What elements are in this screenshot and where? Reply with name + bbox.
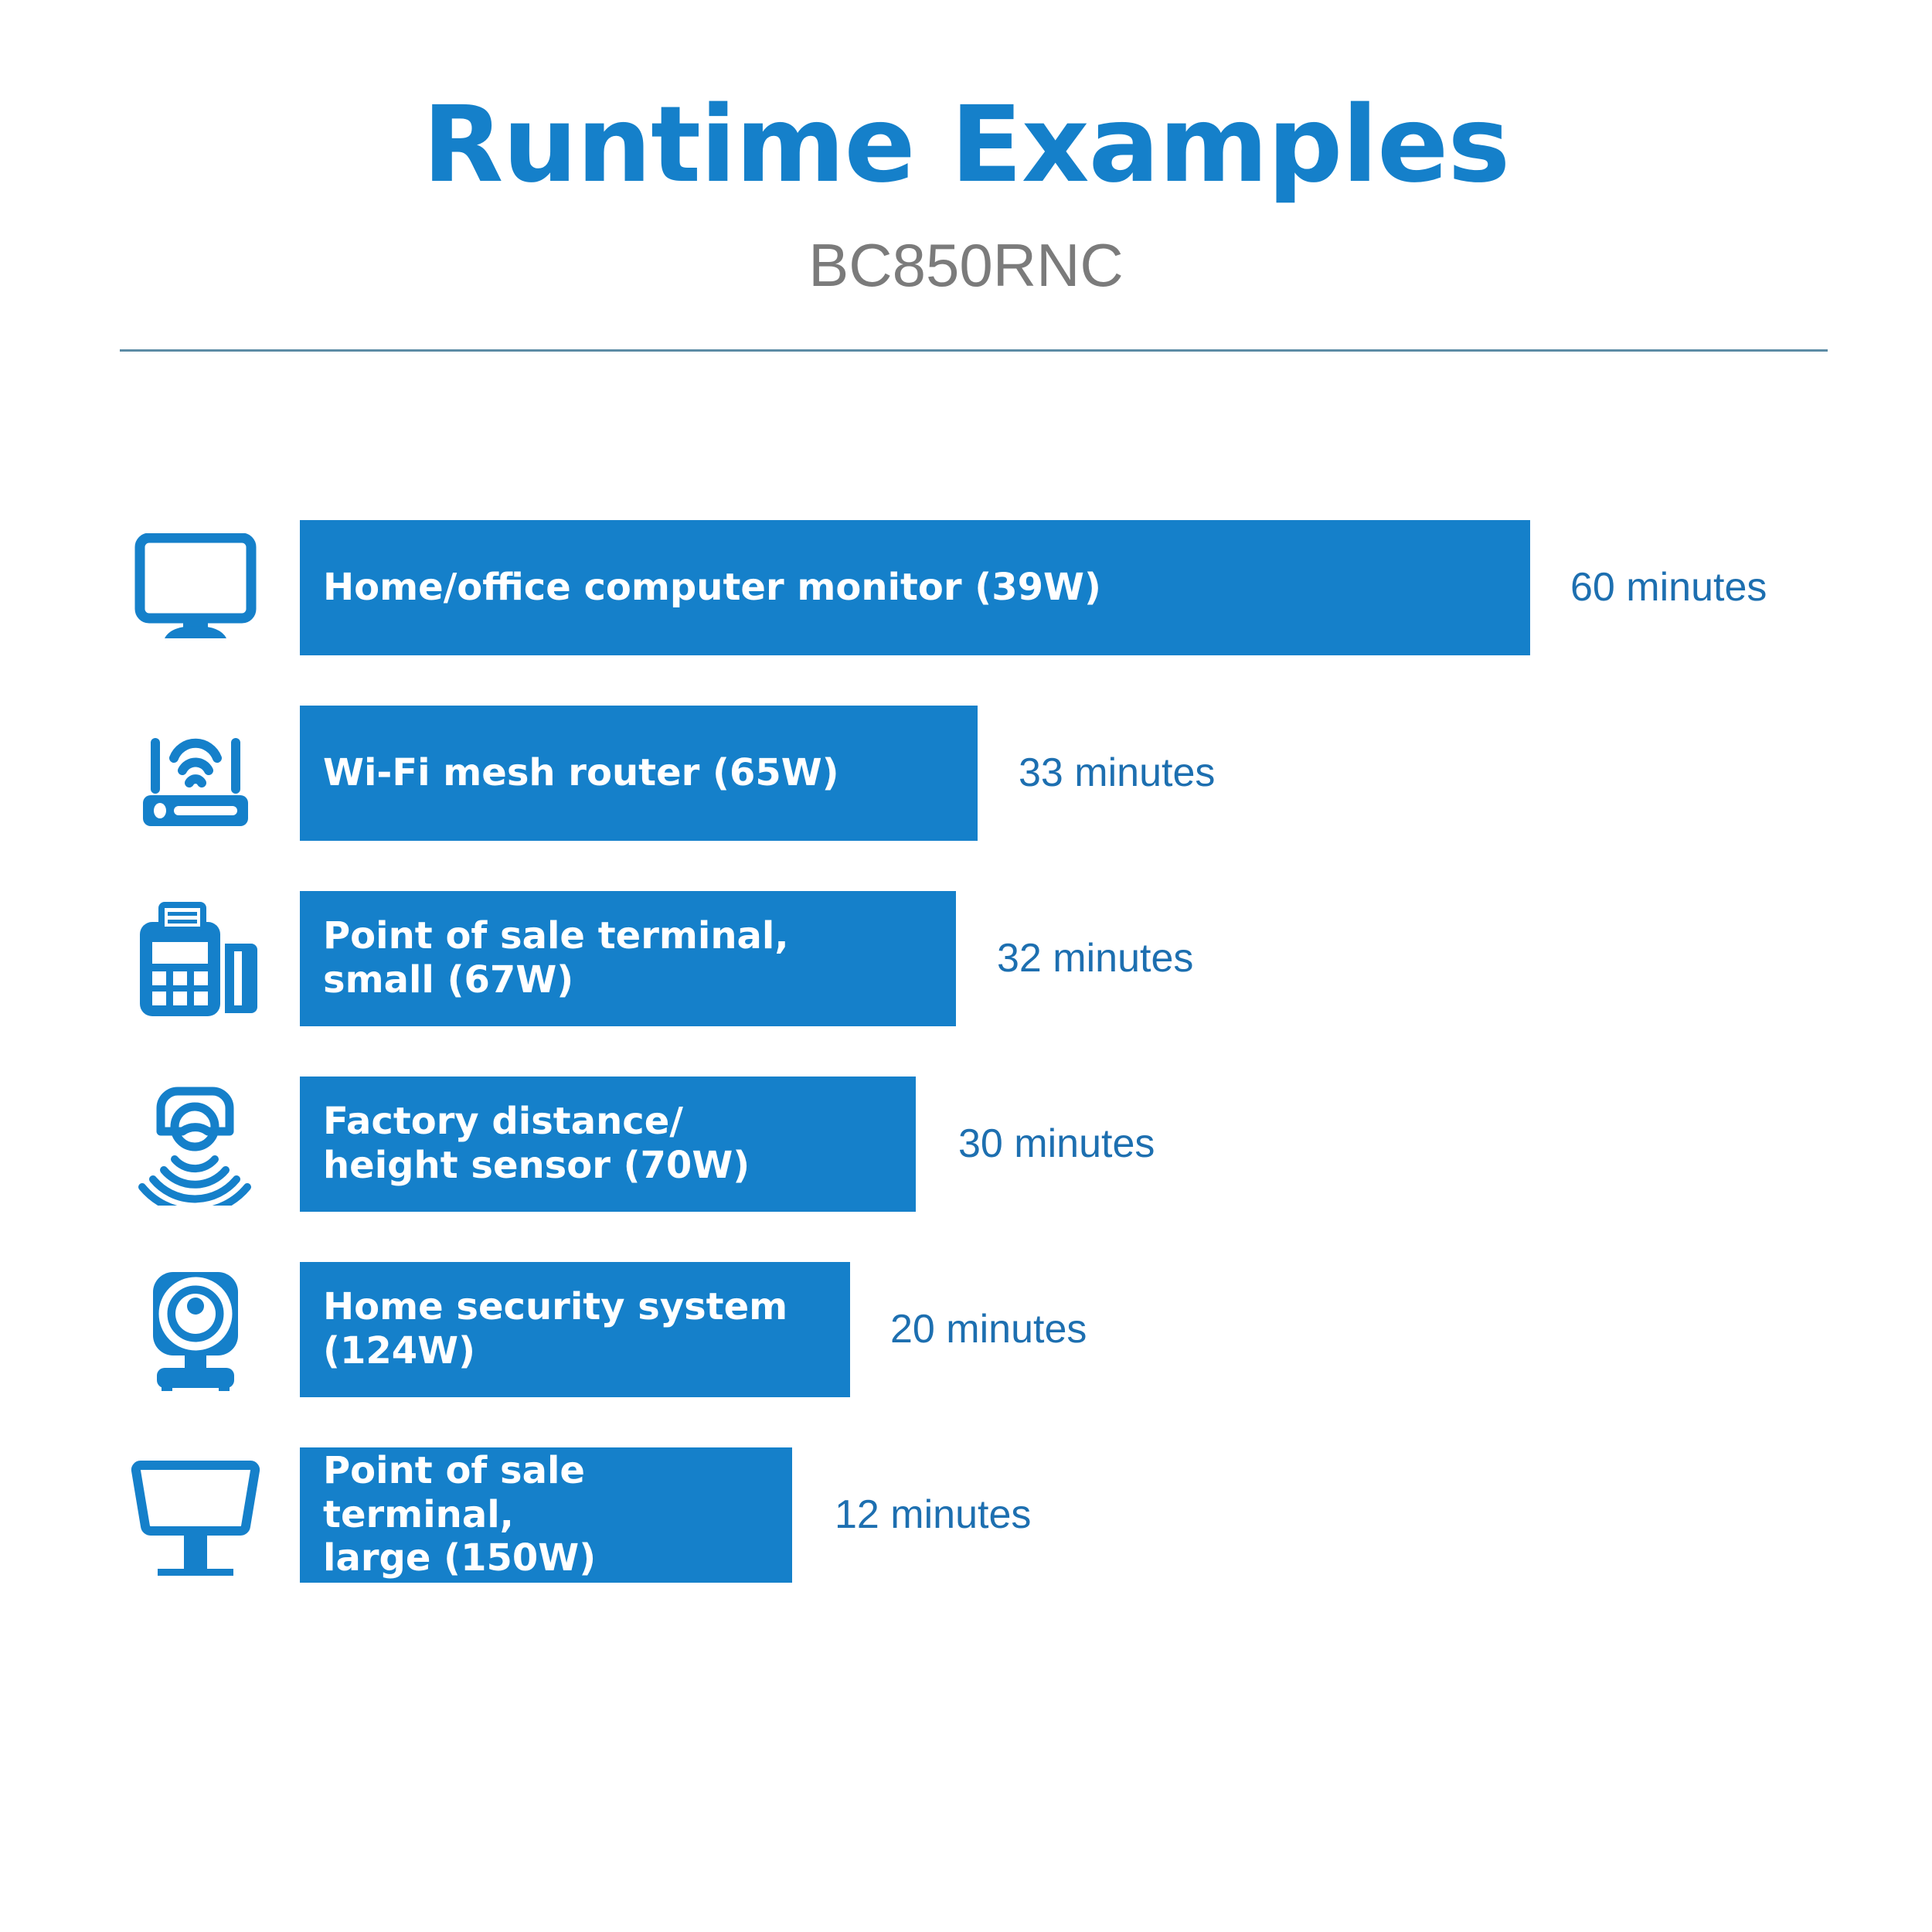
bar-value-label: 32 minutes — [997, 936, 1194, 981]
wifi-router-icon — [120, 696, 270, 850]
monitor-icon — [120, 510, 270, 665]
bar: Point of sale terminal, small (67W) — [300, 890, 956, 1026]
bar-value-label: 30 minutes — [958, 1121, 1155, 1166]
bar: Home security system (124W) — [300, 1261, 850, 1397]
bar-label: Wi-Fi mesh router (65W) — [323, 750, 839, 794]
bar: Point of sale terminal, large (150W) — [300, 1447, 792, 1583]
bar-label: Home/office computer monitor (39W) — [323, 565, 1101, 609]
runtime-bar-chart: Home/office computer monitor (39W) 60 mi… — [0, 510, 1932, 1623]
bar-wrapper: Home/office computer monitor (39W) — [300, 510, 1530, 665]
chart-row: Home security system (124W) 20 minutes — [0, 1252, 1932, 1406]
bar-label: Point of sale terminal, small (67W) — [323, 914, 789, 1002]
page-subtitle: BC850RNC — [808, 231, 1124, 299]
bar-wrapper: Point of sale terminal, small (67W) — [300, 881, 956, 1036]
bar-value-label: 33 minutes — [1019, 750, 1216, 795]
bar-wrapper: Wi-Fi mesh router (65W) — [300, 696, 978, 850]
bar-wrapper: Home security system (124W) — [300, 1252, 850, 1406]
chart-row: Home/office computer monitor (39W) 60 mi… — [0, 510, 1932, 665]
bar-value-label: 60 minutes — [1570, 565, 1767, 610]
bar-wrapper: Point of sale terminal, large (150W) — [300, 1437, 792, 1592]
pos-terminal-small-icon — [120, 881, 270, 1036]
proximity-sensor-icon — [120, 1066, 270, 1221]
chart-row: Wi-Fi mesh router (65W) 33 minutes — [0, 696, 1932, 850]
bar: Home/office computer monitor (39W) — [300, 519, 1530, 655]
header: Runtime Examples BC850RNC — [0, 93, 1932, 295]
bar-label: Home security system (124W) — [323, 1285, 788, 1372]
bar-wrapper: Factory distance/ height sensor (70W) — [300, 1066, 916, 1221]
bar: Factory distance/ height sensor (70W) — [300, 1076, 916, 1212]
chart-row: Factory distance/ height sensor (70W) 30… — [0, 1066, 1932, 1221]
security-camera-icon — [120, 1252, 270, 1406]
bar-value-label: 20 minutes — [890, 1307, 1087, 1352]
bar-label: Point of sale terminal, large (150W) — [323, 1449, 597, 1580]
chart-row: Point of sale terminal, large (150W) 12 … — [0, 1437, 1932, 1592]
pos-terminal-large-icon — [120, 1437, 270, 1592]
chart-row: Point of sale terminal, small (67W) 32 m… — [0, 881, 1932, 1036]
header-divider — [120, 349, 1828, 352]
bar: Wi-Fi mesh router (65W) — [300, 705, 978, 841]
bar-value-label: 12 minutes — [835, 1492, 1032, 1537]
page-title: Runtime Examples — [422, 84, 1511, 206]
bar-label: Factory distance/ height sensor (70W) — [323, 1100, 750, 1187]
